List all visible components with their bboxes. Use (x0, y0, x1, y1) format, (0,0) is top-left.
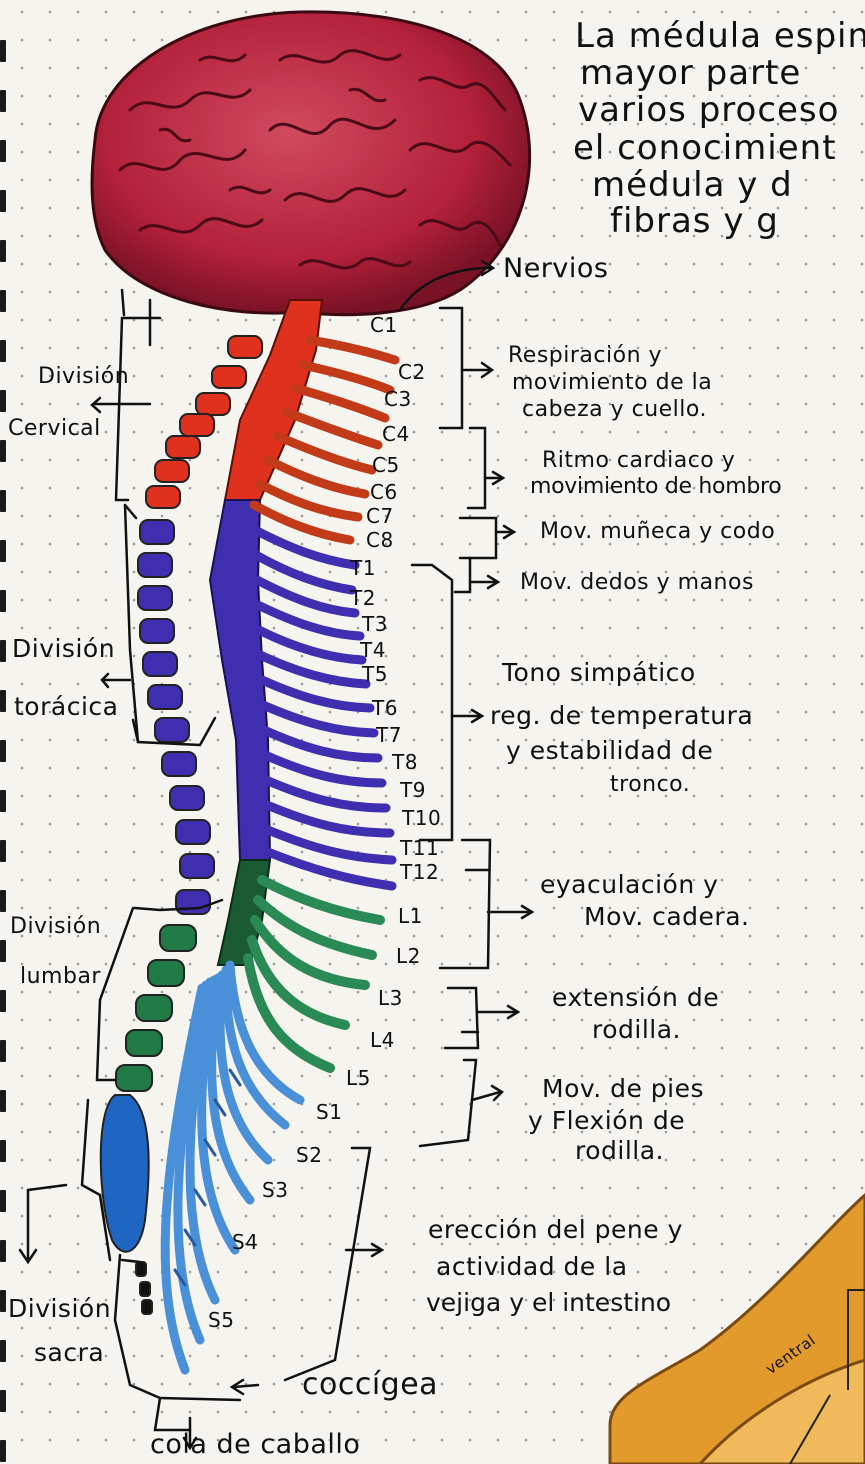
coccigea-label: coccígea (302, 1372, 438, 1398)
intro-line: La médula espina (575, 18, 865, 55)
function-eyaculacion: Mov. cadera. (584, 904, 749, 930)
function-ritmo: Ritmo cardiaco y (542, 450, 735, 472)
division-cervical-label: División (38, 366, 129, 388)
level-label: S4 (232, 1232, 258, 1252)
function-eyaculacion: eyaculación y (540, 872, 718, 898)
division-sacra-label: sacra (34, 1340, 104, 1366)
level-label: L1 (398, 906, 423, 926)
level-label: T11 (400, 838, 439, 858)
level-label: C6 (370, 482, 398, 502)
intro-line: médula y d (592, 167, 793, 204)
division-cervical-label: Cervical (8, 418, 101, 440)
function-pies: y Flexión de (528, 1108, 685, 1134)
division-sacra-label: División (8, 1296, 111, 1322)
level-label: C4 (382, 424, 410, 444)
nervios-label: Nervios (503, 256, 608, 282)
level-label: L4 (370, 1030, 395, 1050)
function-ereccion: actividad de la (436, 1254, 628, 1280)
level-label: C1 (370, 315, 398, 335)
level-label: T6 (372, 698, 398, 718)
function-ereccion: erección del pene y (428, 1217, 683, 1243)
level-label: T5 (362, 664, 388, 684)
level-label: L3 (378, 988, 403, 1008)
intro-line: fibras y g (610, 203, 779, 240)
level-label: S1 (316, 1102, 342, 1122)
level-label: C7 (366, 506, 394, 526)
intro-line: el conocimient (573, 130, 837, 167)
function-tono: reg. de temperatura (490, 703, 753, 729)
level-label: T9 (400, 780, 426, 800)
division-lumbar-label: lumbar (20, 966, 101, 988)
function-tono: Tono simpático (502, 660, 696, 686)
level-label: T2 (350, 588, 376, 608)
intro-line: varios proceso (578, 92, 839, 129)
level-label: T8 (392, 752, 418, 772)
division-lumbar-label: División (10, 916, 101, 938)
function-muneca: Mov. muñeca y codo (540, 521, 775, 543)
function-extension: rodilla. (592, 1017, 681, 1043)
function-dedos: Mov. dedos y manos (520, 572, 754, 594)
level-label: T4 (360, 640, 386, 660)
level-label: L5 (346, 1068, 371, 1088)
level-label: C5 (372, 455, 400, 475)
level-label: T1 (350, 558, 376, 578)
level-label: T12 (400, 862, 439, 882)
level-label: T7 (376, 725, 402, 745)
function-tono: y estabilidad de (506, 738, 713, 764)
division-toracica-label: División (12, 636, 115, 662)
level-label: C2 (398, 362, 426, 382)
division-toracica-label: torácica (14, 694, 118, 720)
cola-de-caballo-label: cola de caballo (150, 1432, 360, 1458)
intro-line: mayor parte (580, 55, 801, 92)
level-label: C8 (366, 530, 394, 550)
level-label: T10 (402, 808, 441, 828)
function-extension: extensión de (552, 985, 719, 1011)
function-ereccion: vejiga y el intestino (426, 1290, 671, 1316)
function-ritmo: movimiento de hombro (530, 476, 781, 498)
level-label: C3 (384, 389, 412, 409)
function-pies: Mov. de pies (542, 1076, 704, 1102)
function-tono: tronco. (610, 774, 690, 796)
level-label: S5 (208, 1310, 234, 1330)
level-label: T3 (362, 614, 388, 634)
function-respiracion: Respiración y (508, 345, 662, 367)
function-pies: rodilla. (575, 1138, 664, 1164)
level-label: S3 (262, 1180, 288, 1200)
function-respiracion: cabeza y cuello. (522, 399, 707, 421)
level-label: S2 (296, 1145, 322, 1165)
level-label: L2 (396, 946, 421, 966)
function-respiracion: movimiento de la (512, 372, 712, 394)
